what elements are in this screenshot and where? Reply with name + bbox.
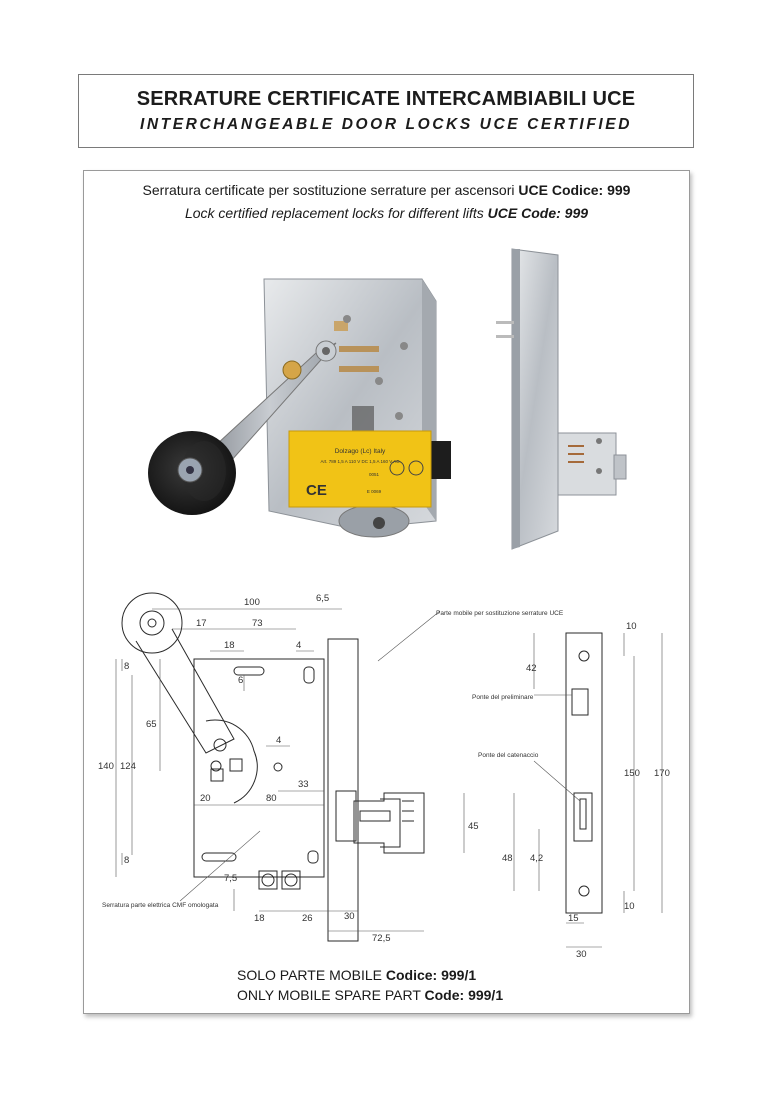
plate-line-3: 0051 bbox=[369, 472, 380, 477]
ce-mark-icon: CE bbox=[306, 482, 327, 499]
lock-outline bbox=[193, 658, 325, 878]
dim-10-top: 10 bbox=[626, 621, 637, 632]
dim-17: 17 bbox=[196, 618, 207, 629]
dim-140: 140 bbox=[98, 761, 114, 772]
dim-45: 45 bbox=[468, 821, 479, 832]
mobile-plate-outline bbox=[565, 632, 603, 914]
dim-72-5: 72,5 bbox=[372, 933, 391, 944]
dim-80: 80 bbox=[266, 793, 277, 804]
dim-42: 42 bbox=[526, 663, 537, 674]
dim-73: 73 bbox=[252, 618, 263, 629]
description-english-text: Lock certified replacement locks for dif… bbox=[184, 205, 488, 221]
description-italian: Serratura certificate per sostituzione s… bbox=[84, 182, 689, 198]
description-english-code: UCE Code: 999 bbox=[487, 205, 589, 221]
approval-mark-icon bbox=[389, 460, 405, 476]
footer-italian-code: Codice: 999/1 bbox=[385, 967, 477, 983]
title-english: INTERCHANGEABLE DOOR LOCKS UCE CERTIFIED bbox=[139, 116, 633, 133]
description-italian-text: Serratura certificate per sostituzione s… bbox=[142, 182, 519, 198]
dim-170: 170 bbox=[654, 768, 670, 779]
dim-6: 6 bbox=[238, 675, 243, 686]
dim-6-5: 6,5 bbox=[316, 593, 329, 604]
side-profile-image bbox=[496, 248, 627, 550]
plate-line-4: E 0069 bbox=[367, 489, 382, 494]
dim-8-bottom: 8 bbox=[124, 855, 129, 866]
header-box: SERRATURE CERTIFICATE INTERCAMBIABILI UC… bbox=[78, 74, 694, 148]
dim-48: 48 bbox=[502, 853, 513, 864]
dim-26: 26 bbox=[302, 913, 313, 924]
approval-mark-icon-2 bbox=[408, 460, 424, 476]
footer-italian: SOLO PARTE MOBILE Codice: 999/1 bbox=[237, 967, 476, 983]
dim-15: 15 bbox=[568, 913, 579, 924]
dim-4-mid: 4 bbox=[276, 735, 281, 746]
dim-20: 20 bbox=[200, 793, 211, 804]
description-english: Lock certified replacement locks for dif… bbox=[84, 205, 689, 221]
dim-4-top: 4 bbox=[296, 640, 301, 651]
dim-65: 65 bbox=[146, 719, 157, 730]
dim-124: 124 bbox=[120, 761, 136, 772]
dim-33: 33 bbox=[298, 779, 309, 790]
footer-italian-text: SOLO PARTE MOBILE bbox=[237, 967, 386, 983]
technical-drawing: 100 6,5 17 73 18 4 8 6 65 140 124 4 33 2… bbox=[98, 592, 670, 960]
dim-7-5: 7,5 bbox=[224, 873, 237, 884]
dim-30-left: 30 bbox=[344, 911, 355, 922]
label-ponte-catenaccio: Ponte del catenaccio bbox=[478, 752, 539, 759]
footer-english-text: ONLY MOBILE SPARE PART bbox=[237, 987, 425, 1003]
label-mobile-part: Parte mobile per sostituzione serrature … bbox=[436, 610, 564, 617]
dim-18-bottom: 18 bbox=[254, 913, 265, 924]
lever-arm-image bbox=[203, 340, 337, 472]
dim-30-right: 30 bbox=[576, 949, 587, 960]
dim-8-top: 8 bbox=[124, 661, 129, 672]
roller-wheel-image bbox=[148, 431, 236, 515]
product-photo: Dolzago (Lc) Italy Art. 789 1,5 A 110 V … bbox=[148, 248, 627, 550]
certification-plate: Dolzago (Lc) Italy Art. 789 1,5 A 110 V … bbox=[288, 430, 432, 508]
content-box: Serratura certificate per sostituzione s… bbox=[83, 170, 690, 1014]
footer-english-code: Code: 999/1 bbox=[424, 987, 504, 1003]
label-serratura-elettrica: Serratura parte elettrica CMF omologata bbox=[102, 902, 219, 909]
door-plate-section bbox=[327, 638, 359, 942]
dim-150: 150 bbox=[624, 768, 640, 779]
plate-line-2: Art. 789 1,5 A 110 V DC 1,5 A 160 V AC bbox=[321, 459, 401, 464]
dim-10-bottom: 10 bbox=[624, 901, 635, 912]
title-italian: SERRATURE CERTIFICATE INTERCAMBIABILI UC… bbox=[136, 88, 636, 110]
footer-english: ONLY MOBILE SPARE PART Code: 999/1 bbox=[237, 987, 503, 1003]
dim-4-2: 4,2 bbox=[530, 853, 543, 864]
dim-100: 100 bbox=[244, 597, 260, 608]
dim-18-top: 18 bbox=[224, 640, 235, 651]
description-italian-code: UCE Codice: 999 bbox=[518, 182, 631, 198]
label-ponte-preliminare: Ponte del preliminare bbox=[472, 694, 534, 701]
plate-line-1: Dolzago (Lc) Italy bbox=[335, 448, 386, 455]
